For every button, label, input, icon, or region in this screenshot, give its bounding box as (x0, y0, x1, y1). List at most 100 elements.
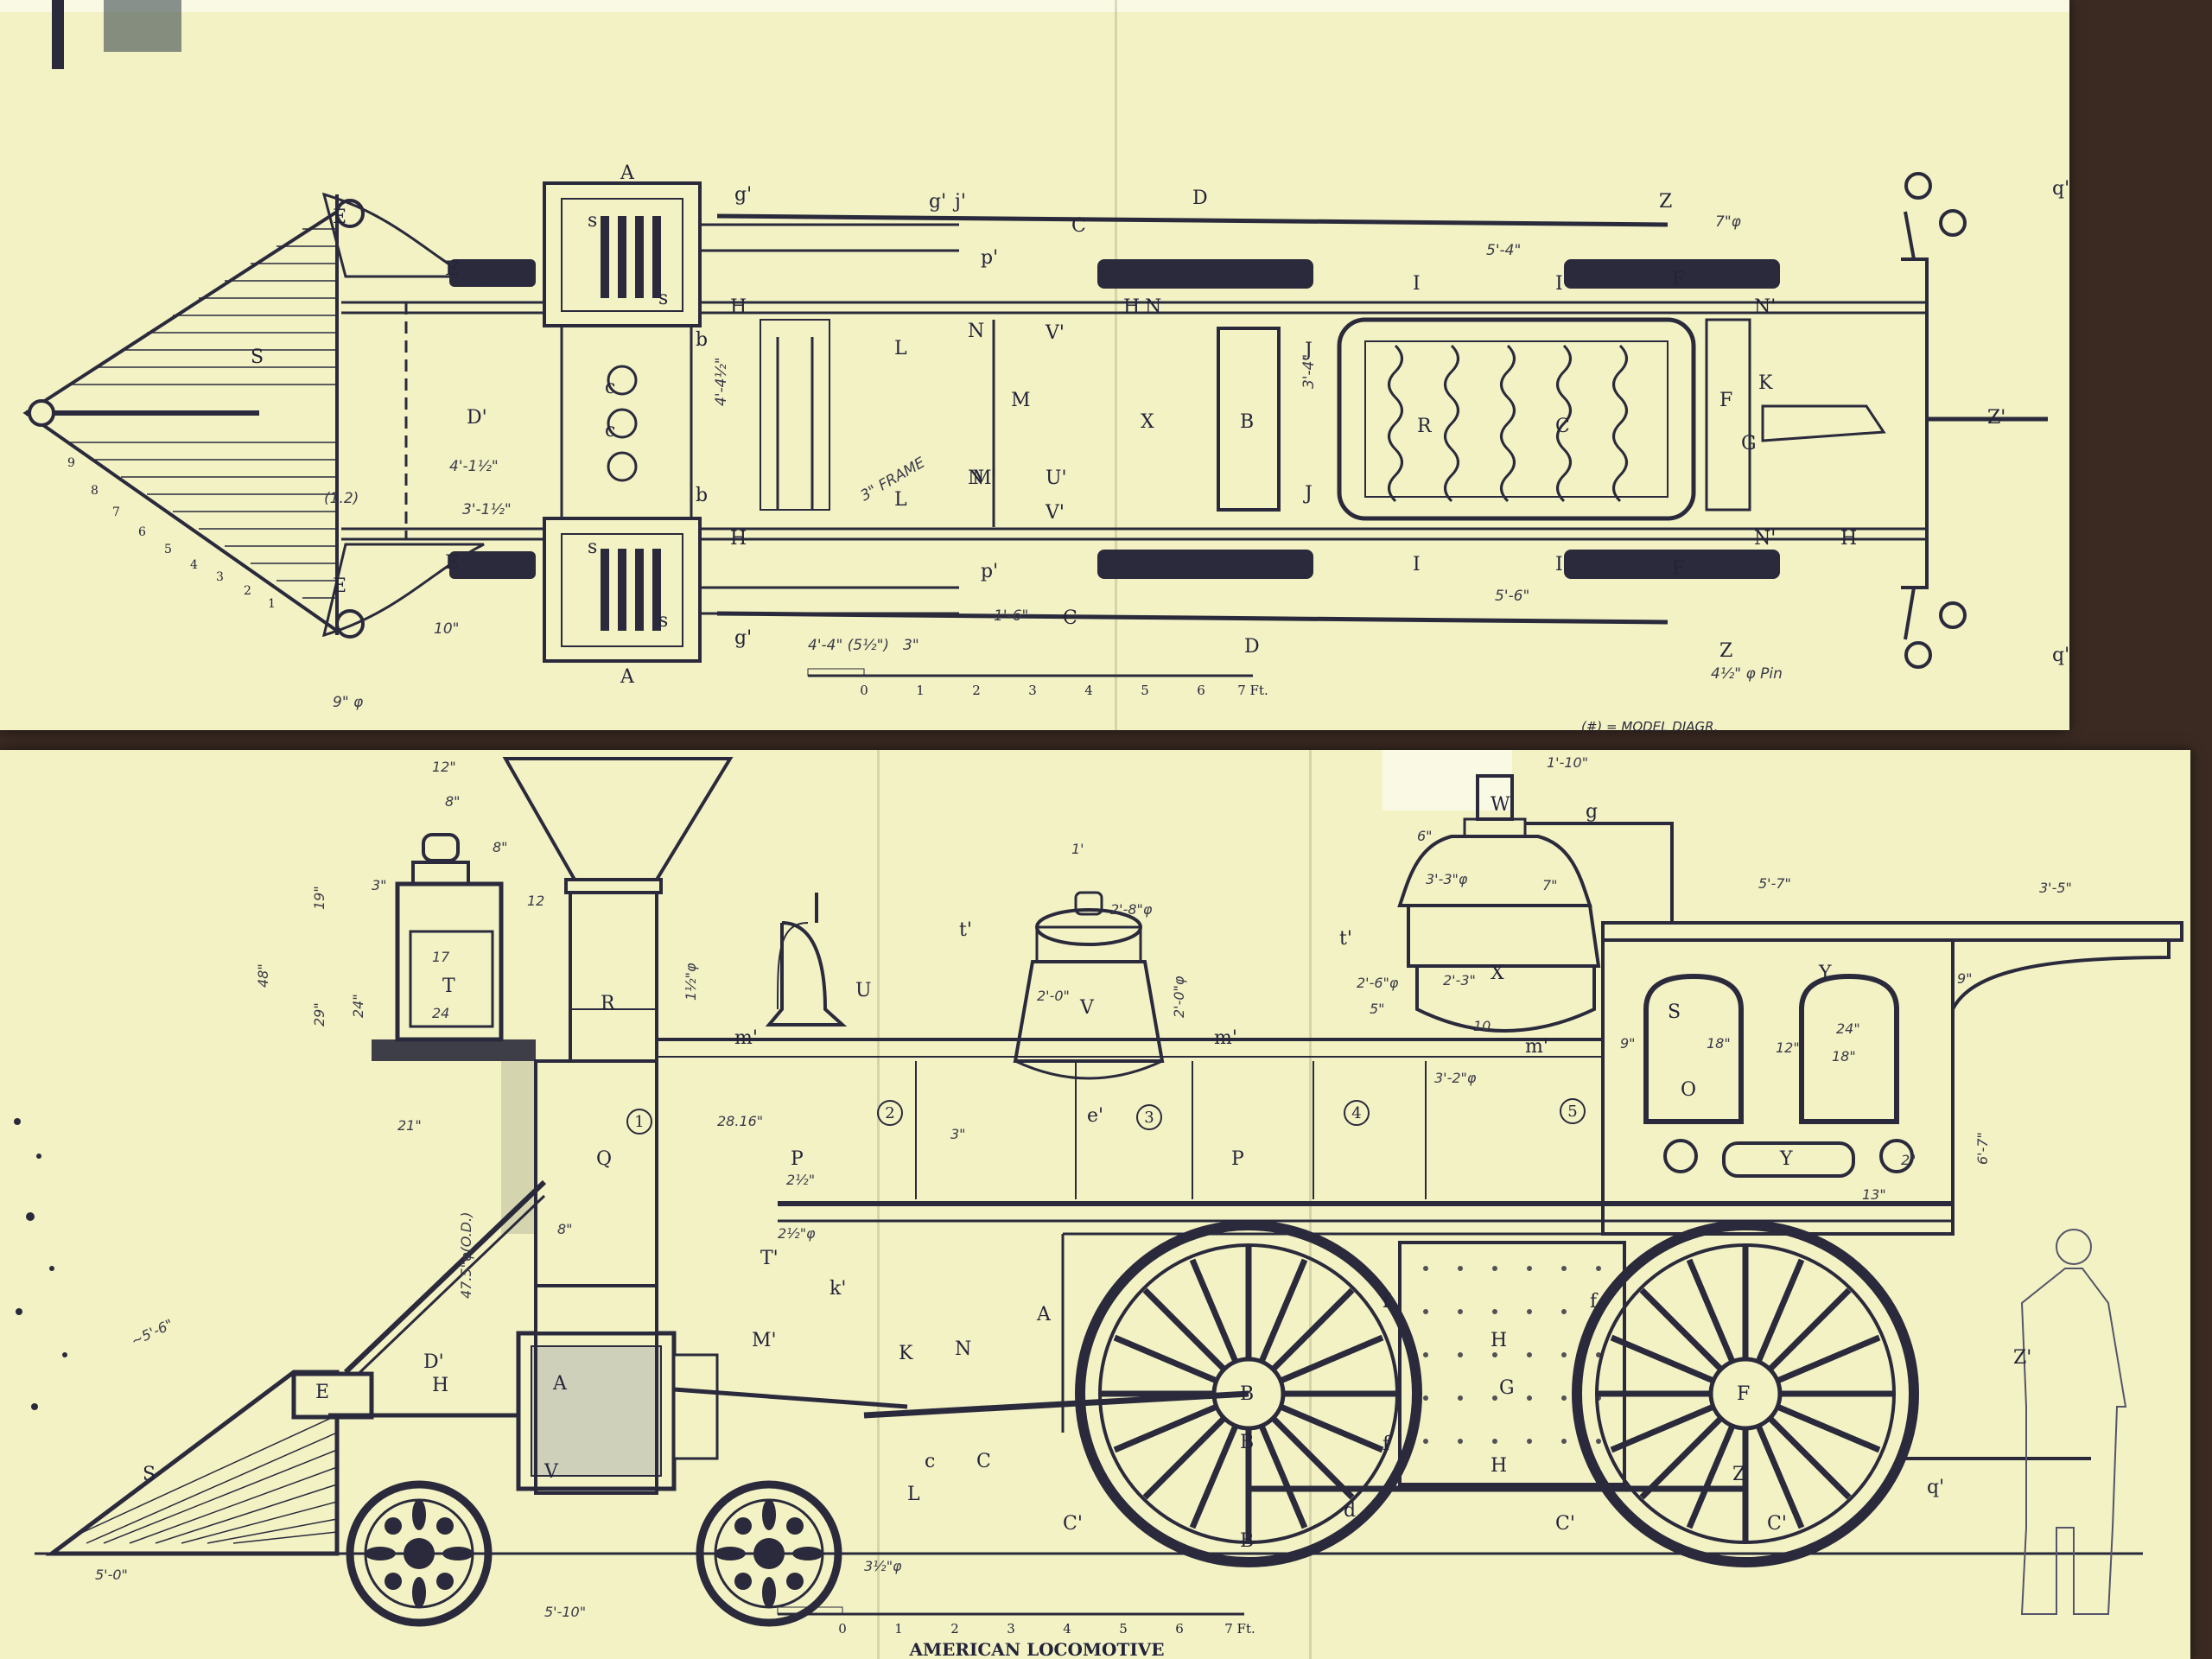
scale-tick: 2 (972, 683, 981, 698)
scale-tick: 5 (1141, 683, 1149, 698)
dimension-label: 21" (397, 1117, 422, 1134)
model-diagram-note: (#) = MODEL DIAGR. (1581, 719, 1719, 734)
part-label: c (605, 420, 615, 442)
part-label: J (1303, 340, 1313, 361)
part-label: I (1555, 554, 1563, 575)
buffer-bracket (321, 543, 485, 638)
truck-wheel-side (346, 1480, 493, 1627)
part-label: f (1382, 1291, 1391, 1313)
ink-smudge (104, 0, 181, 52)
part-label: Y (1818, 963, 1832, 984)
dimension-label: 9" (1957, 970, 1973, 987)
boiler-support (760, 319, 830, 511)
part-label: q' (1927, 1477, 1944, 1498)
part-label: B (1240, 411, 1254, 433)
dimension-label: 3'-3"φ (1426, 871, 1468, 887)
buffer-beam (291, 1371, 374, 1420)
cab (1601, 921, 2183, 1236)
side-elevation-sheet: 0 1 2 3 4 5 6 7 Ft. AMERICAN LOCOMOTIVE … (0, 750, 2190, 1659)
part-label: F (1672, 269, 1685, 290)
part-label: R (1417, 416, 1433, 437)
part-label: E (333, 575, 346, 597)
dimension-label: 4½" φ Pin (1711, 665, 1783, 683)
dimension-label: 5'-10" (544, 1604, 586, 1620)
dimension-label: 13" (1862, 1186, 1886, 1203)
dimension-label: 4'-4" (5½") (808, 637, 889, 654)
part-label: B (1240, 1530, 1254, 1552)
part-label: E (445, 258, 459, 280)
driving-axle (1217, 327, 1281, 512)
cylinder-plan (543, 181, 702, 327)
part-label: Q (596, 1148, 612, 1170)
part-label: F (1672, 558, 1685, 580)
dimension-label: 5'-4" (1486, 242, 1521, 259)
part-label: p' (981, 247, 998, 269)
dimension-label: 18" (1832, 1048, 1856, 1065)
side-rod (716, 611, 1669, 625)
dimension-label: 2'-8"φ (1110, 901, 1153, 918)
part-label: g' (734, 627, 752, 649)
scale-tick: 2 (950, 1621, 959, 1637)
part-label: m' (1525, 1036, 1548, 1058)
part-label: H (1123, 296, 1140, 318)
scale-tick: 4 (1084, 683, 1093, 698)
headlamp (372, 833, 536, 1061)
plan-view-drawing: 0 1 2 3 4 5 6 7 Ft. 9 8 7 6 5 4 3 2 1 A … (22, 0, 2069, 711)
dimension-label: 1' (1071, 841, 1084, 857)
part-label: G (1499, 1377, 1515, 1399)
scale-tick: 3 (1028, 683, 1037, 698)
pilot-number: 2 (244, 584, 251, 598)
side-elevation-drawing: 0 1 2 3 4 5 6 7 Ft. AMERICAN LOCOMOTIVE … (14, 754, 2183, 1659)
part-label: U' (1046, 467, 1067, 489)
dimension-label: 8" (493, 839, 508, 855)
pilot-number: 3 (216, 570, 224, 584)
dimension-label: (1.2) (324, 490, 359, 507)
part-label: t' (1339, 928, 1352, 950)
part-label: C (1063, 607, 1077, 629)
scale-tick: 7 Ft. (1237, 683, 1268, 698)
section-number: 4 (1351, 1104, 1361, 1122)
dimension-label: 3" (950, 1126, 966, 1142)
part-label: e' (1087, 1105, 1103, 1127)
pilot-number: 1 (268, 597, 276, 611)
part-label: F (1719, 390, 1732, 411)
dimension-label: 9" φ (333, 694, 364, 711)
part-label: C (976, 1451, 991, 1472)
part-label: V (543, 1461, 559, 1483)
part-label: N (955, 1338, 971, 1360)
part-label: M' (752, 1330, 777, 1351)
scale-tick: 5 (1119, 1621, 1128, 1637)
pilot-number: 9 (67, 456, 75, 470)
dimension-label: 24 (432, 1005, 449, 1021)
part-label: C (1555, 416, 1570, 437)
scale-tick: 7 Ft. (1224, 1621, 1255, 1637)
part-label: C' (1063, 1513, 1083, 1535)
dimension-label: 1'-6" (994, 607, 1028, 625)
part-label: X (1491, 963, 1504, 984)
part-label: J (1303, 483, 1313, 505)
bell (765, 893, 848, 1027)
part-label: R (601, 993, 616, 1014)
dimension-label: 12 (527, 893, 544, 909)
safety-chain-hook (1904, 641, 1932, 669)
part-label: Z (1659, 191, 1672, 213)
part-label: E (445, 552, 459, 574)
part-label: t' (959, 919, 972, 941)
dimension-label: 7" (1542, 877, 1558, 893)
dimension-label: 6" (1417, 828, 1433, 844)
part-label: q' (2052, 178, 2069, 200)
dimension-label: 7"φ (1715, 213, 1742, 231)
pilot-number: 6 (138, 525, 146, 539)
part-label: b (696, 485, 708, 506)
elevation-scale-bar (777, 1606, 1244, 1616)
part-label: g' (929, 191, 946, 213)
part-label: A (620, 666, 635, 688)
part-label: N (968, 467, 984, 489)
part-label: K (899, 1343, 913, 1364)
pilot-number: 8 (91, 484, 99, 498)
dimension-label: 4'-1½" (449, 458, 499, 475)
part-label: D' (423, 1351, 444, 1373)
scale-tick: 3 (1007, 1621, 1015, 1637)
dimension-label: 2'-0"φ (1171, 976, 1187, 1018)
part-label: Z (1719, 640, 1732, 662)
